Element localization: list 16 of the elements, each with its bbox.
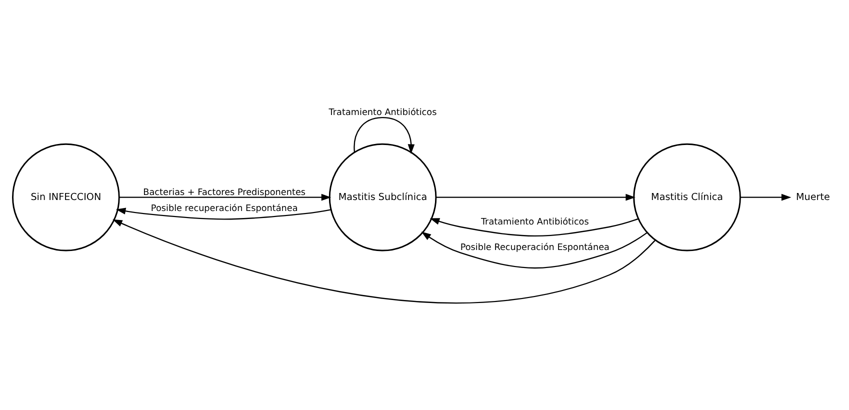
- arrow: [430, 218, 639, 236]
- arrow: [119, 193, 332, 200]
- arrow: [740, 193, 792, 200]
- arrow: [421, 231, 648, 268]
- arrow: [112, 218, 656, 303]
- edge-label: Bacterias + Factores Predisponentes: [143, 187, 306, 198]
- node-circle: Sin INFECCION: [12, 142, 120, 251]
- edge-label: Posible recuperación Espontánea: [150, 204, 298, 214]
- edge-label: Tratamiento Antibióticos: [328, 108, 437, 118]
- arrow: [354, 116, 415, 154]
- edge-label: Tratamiento Antibióticos: [480, 216, 589, 227]
- edge-label: Posible Recuperación Espontánea: [460, 242, 610, 253]
- arrow: [116, 207, 332, 220]
- node-circle: Mastitis Clínica: [633, 142, 741, 251]
- node-text: Muerte: [796, 191, 830, 202]
- arrow: [436, 193, 636, 200]
